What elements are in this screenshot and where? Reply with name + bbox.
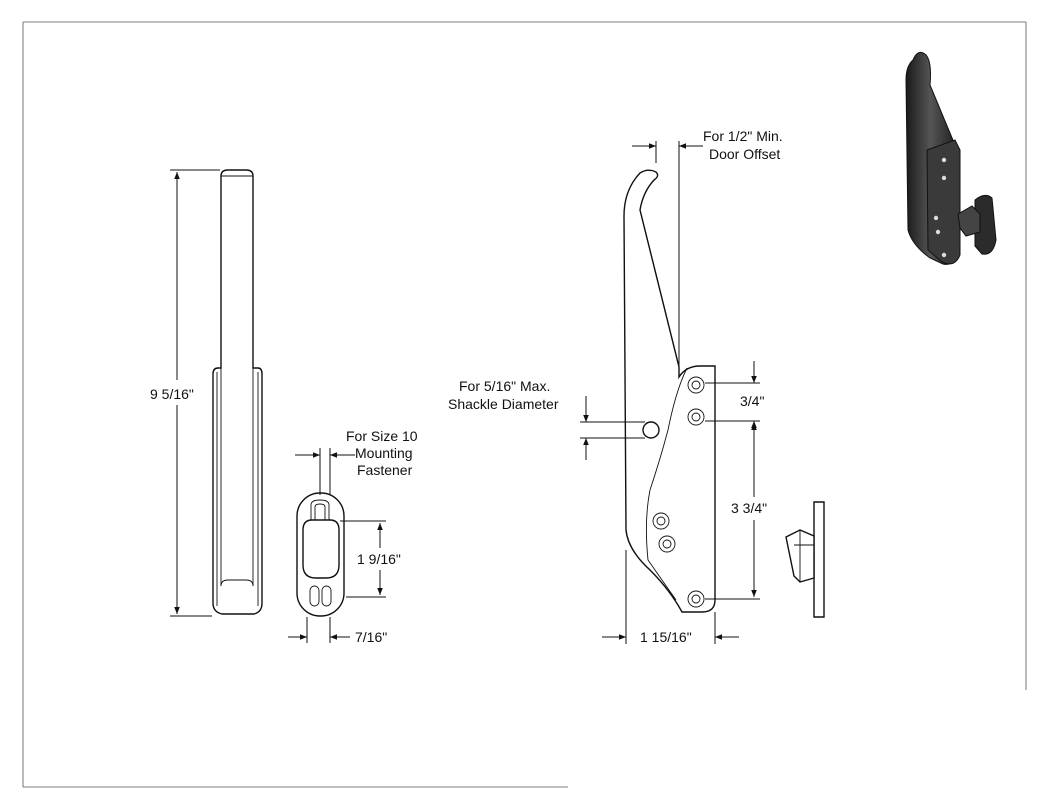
handle-front-view xyxy=(212,169,263,615)
door-offset-dimension xyxy=(632,141,703,367)
fastener-note-line3: Fastener xyxy=(357,462,413,478)
overall-height-dimension xyxy=(170,169,220,617)
hole-spacing-top-label: 3/4" xyxy=(740,393,764,409)
shackle-note-line2: Shackle Diameter xyxy=(448,396,559,412)
strike-width-label: 7/16" xyxy=(355,629,387,645)
latch-side-view xyxy=(623,169,716,613)
latch-3d-render xyxy=(905,51,997,265)
strike-width-dimension xyxy=(288,617,350,643)
door-offset-note-line1: For 1/2" Min. xyxy=(703,128,783,144)
shackle-note-line1: For 5/16" Max. xyxy=(459,378,550,394)
shackle-dimension xyxy=(580,396,645,460)
hole-spacing-main-label: 3 3/4" xyxy=(731,500,767,516)
strike-front-view xyxy=(296,492,345,617)
strike-height-label: 1 9/16" xyxy=(357,551,401,567)
strike-side-view xyxy=(785,501,825,618)
drawing-frame xyxy=(22,21,1027,788)
fastener-note-line2: Mounting xyxy=(355,445,413,461)
latch-depth-label: 1 15/16" xyxy=(640,629,692,645)
fastener-dimension xyxy=(295,448,355,495)
hole-spacing-main-dimension xyxy=(705,423,760,600)
strike-height-dimension xyxy=(340,520,386,598)
overall-height-label: 9 5/16" xyxy=(150,386,194,402)
door-offset-note-line2: Door Offset xyxy=(709,146,780,162)
fastener-note-line1: For Size 10 xyxy=(346,428,418,444)
latch-depth-dimension xyxy=(602,550,739,644)
